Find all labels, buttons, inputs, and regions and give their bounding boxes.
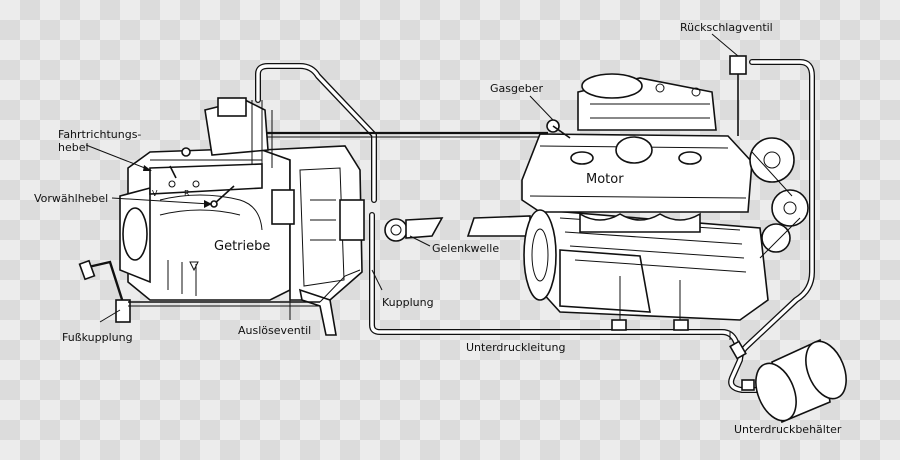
label-getriebe: Getriebe	[214, 239, 270, 254]
label-fahrtrichtungshebel-2: hebel	[58, 141, 89, 154]
clutch-pedal	[78, 259, 361, 323]
label-fusskupplung: Fußkupplung	[62, 331, 133, 344]
throttle-linkage	[262, 131, 548, 138]
label-gasgeber: Gasgeber	[490, 82, 543, 95]
leader-lines	[85, 33, 739, 340]
label-rueckschlagventil: Rückschlagventil	[680, 21, 773, 34]
label-unterdruckleitung: Unterdruckleitung	[466, 341, 565, 354]
label-motor: Motor	[586, 172, 624, 187]
label-fahrtrichtungshebel-1: Fahrtrichtungs-	[58, 128, 141, 141]
shift-gate-v: V	[152, 189, 158, 198]
gearbox	[119, 97, 365, 336]
vacuum-reservoir	[755, 338, 847, 424]
label-unterdruckbehaelter: Unterdruckbehälter	[734, 423, 842, 436]
label-kupplung: Kupplung	[382, 296, 434, 309]
vacuum-line-system	[255, 59, 815, 393]
shift-gate-r: R	[184, 189, 190, 198]
label-vorwaehlhebel: Vorwählhebel	[34, 192, 108, 205]
engine	[521, 55, 809, 331]
label-gelenkwelle: Gelenkwelle	[432, 242, 499, 255]
driveshaft	[384, 215, 531, 242]
label-ausloeseventil: Auslöseventil	[238, 324, 311, 337]
